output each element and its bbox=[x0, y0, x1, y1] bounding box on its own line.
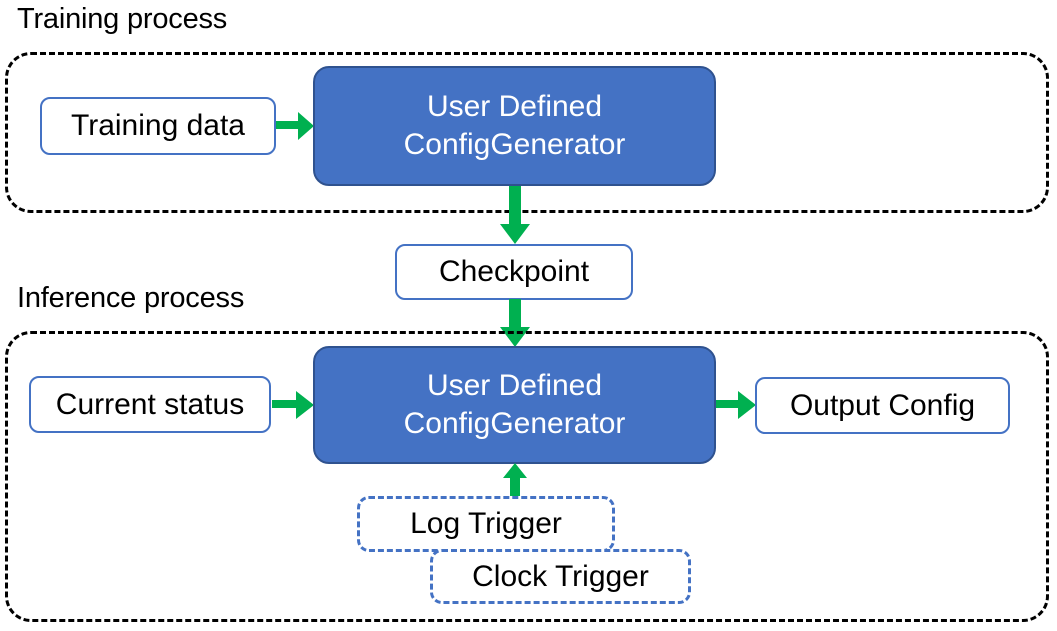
current-status-node[interactable]: Current status bbox=[29, 376, 271, 433]
log-trigger-node[interactable]: Log Trigger bbox=[357, 496, 615, 552]
inference-model-node[interactable]: User Defined ConfigGenerator bbox=[313, 346, 716, 464]
training-model-line2: ConfigGenerator bbox=[403, 128, 626, 161]
inference-process-container bbox=[5, 331, 1049, 622]
inference-model-line2: ConfigGenerator bbox=[403, 407, 626, 440]
arrow-model-to-checkpoint bbox=[495, 186, 535, 246]
arrow-current-status-to-model bbox=[272, 387, 316, 423]
output-config-node[interactable]: Output Config bbox=[755, 377, 1010, 434]
arrow-triggers-to-model bbox=[498, 463, 532, 503]
training-model-line1: User Defined bbox=[426, 90, 603, 123]
training-model-node[interactable]: User Defined ConfigGenerator bbox=[313, 66, 716, 186]
arrow-training-data-to-model bbox=[276, 108, 316, 144]
arrow-checkpoint-to-inference-model bbox=[495, 299, 535, 349]
training-process-container bbox=[5, 52, 1049, 213]
clock-trigger-node[interactable]: Clock Trigger bbox=[430, 549, 691, 604]
arrow-model-to-output-config bbox=[716, 387, 758, 423]
inference-model-line1: User Defined bbox=[426, 369, 603, 402]
inference-process-label: Inference process bbox=[17, 282, 245, 314]
checkpoint-node[interactable]: Checkpoint bbox=[395, 244, 633, 300]
training-process-label: Training process bbox=[17, 3, 228, 35]
training-data-node[interactable]: Training data bbox=[40, 97, 276, 155]
